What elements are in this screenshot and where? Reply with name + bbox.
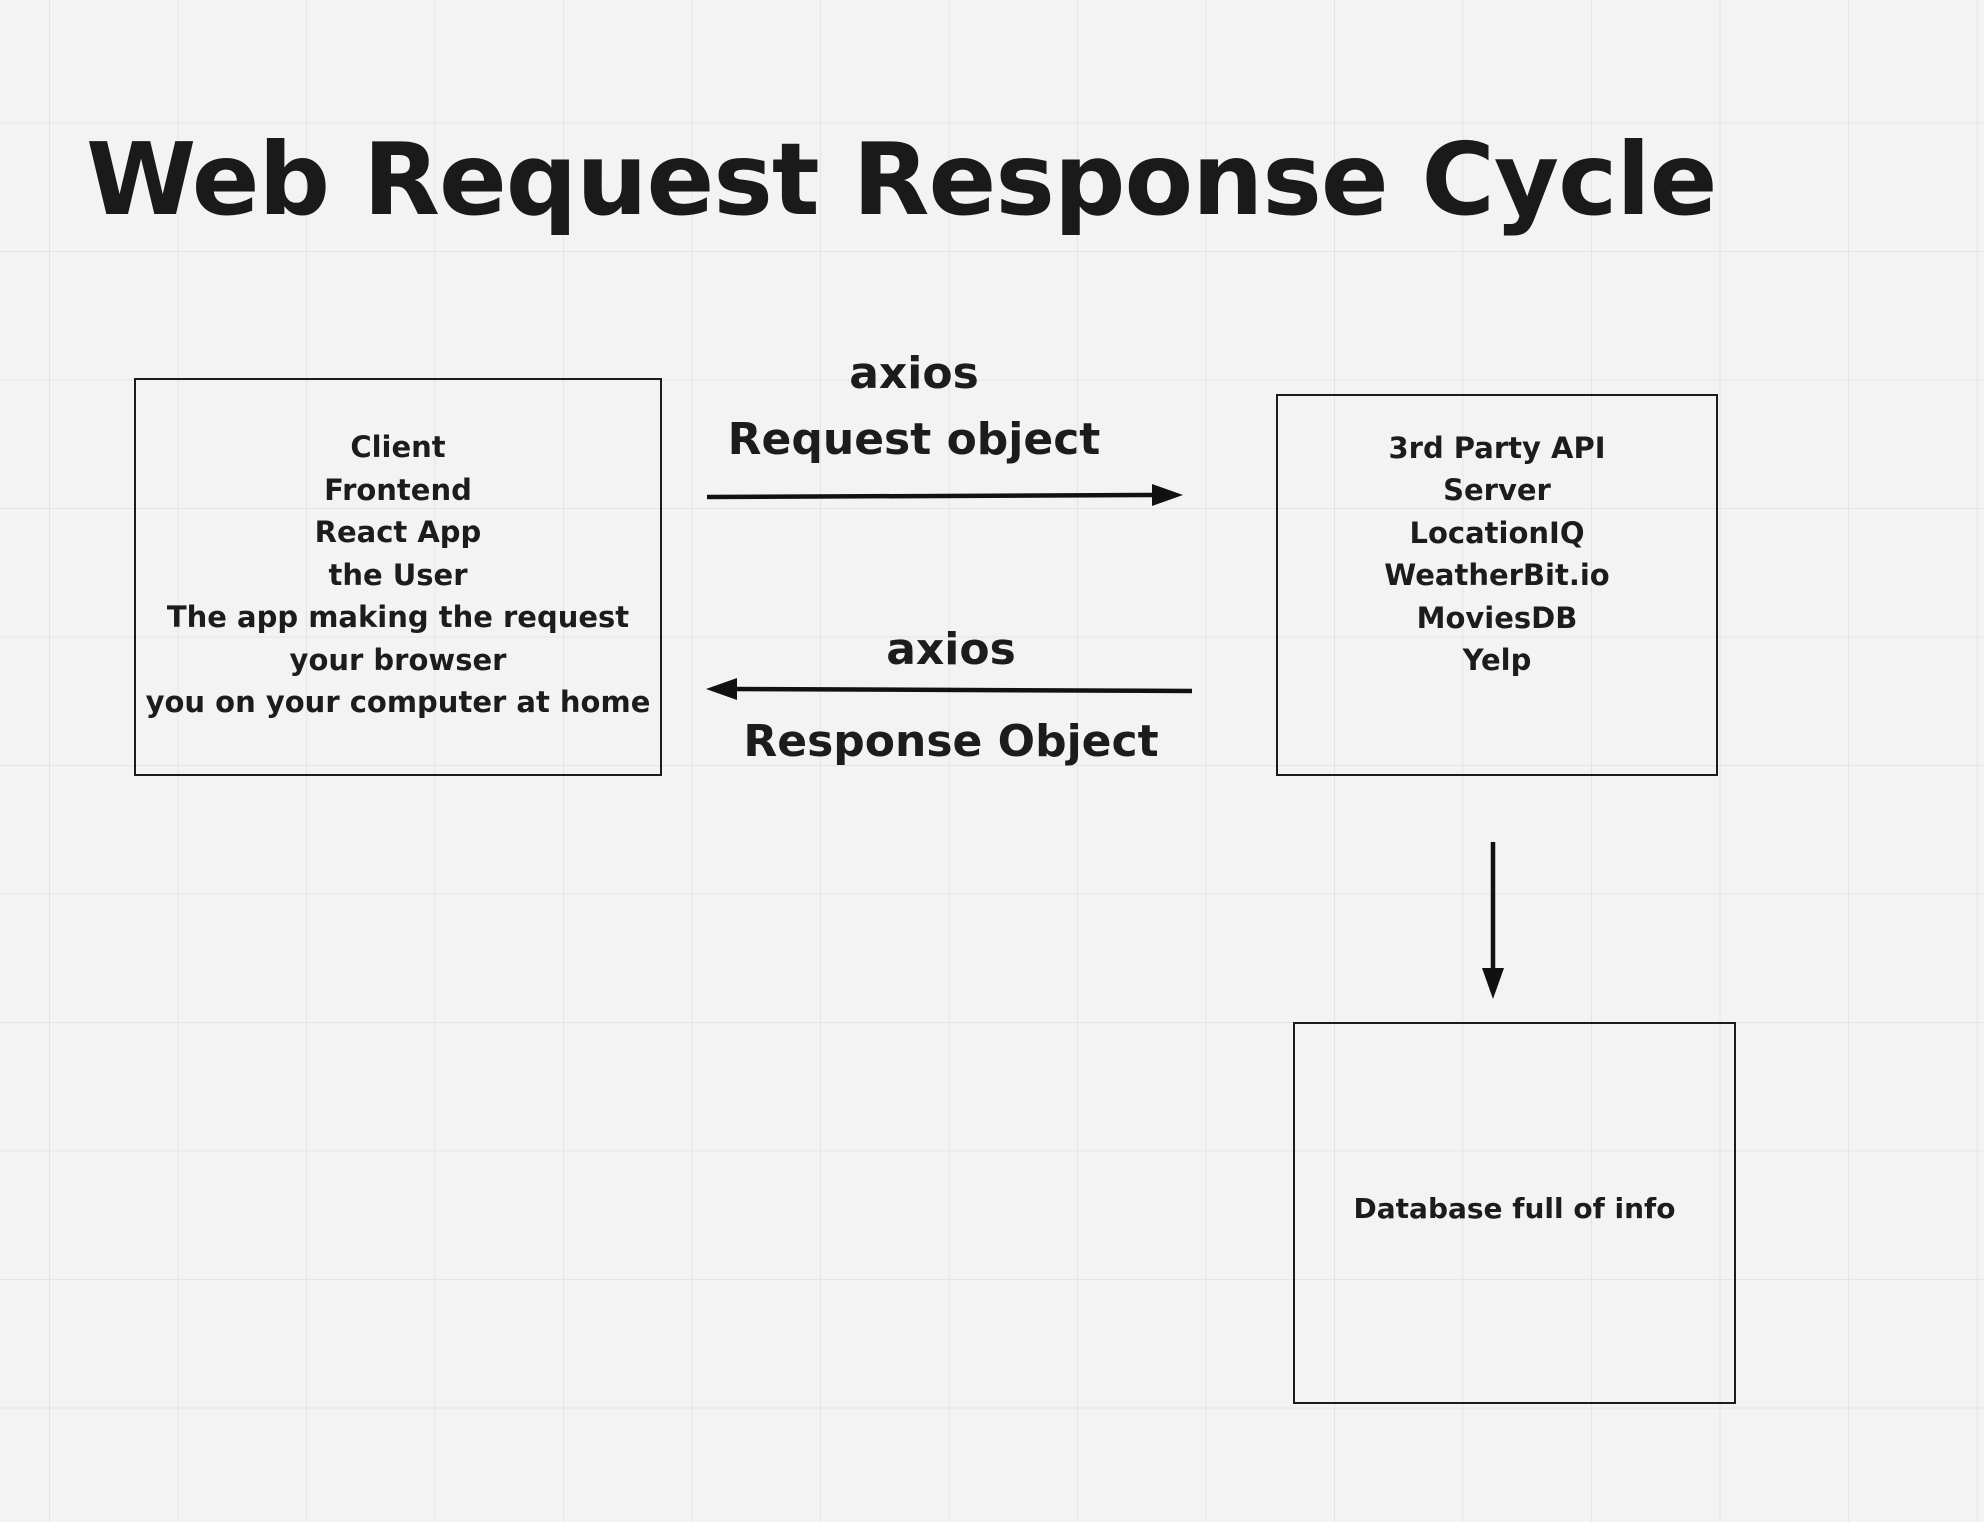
database-box[interactable]: Database full of info (1293, 1022, 1736, 1404)
request-arrow-label-axios: axios (849, 348, 979, 399)
request-arrow-head (1152, 484, 1183, 506)
client-line: Frontend (324, 472, 472, 507)
response-arrow-label-object: Response Object (743, 716, 1159, 767)
response-arrow-label-axios: axios (886, 624, 1016, 675)
response-arrow-head (706, 678, 737, 700)
page-title: Web Request Response Cycle (86, 121, 1717, 238)
client-line: you on your computer at home (145, 685, 651, 720)
client-line: The app making the request (166, 600, 630, 635)
client-box-text: Client Frontend React App the User The a… (146, 426, 651, 724)
request-arrow[interactable] (706, 484, 1183, 506)
api-line: LocationIQ (1409, 515, 1585, 550)
client-line: the User (328, 557, 468, 592)
api-line: Yelp (1462, 643, 1532, 677)
client-line: React App (314, 515, 482, 550)
api-line: Server (1443, 473, 1551, 507)
response-arrow[interactable] (706, 678, 1193, 700)
request-arrow-label-object: Request object (727, 414, 1101, 465)
response-arrow-line (731, 686, 1193, 694)
server-to-database-arrow[interactable] (1482, 842, 1504, 999)
api-server-box-text: 3rd Party API Server LocationIQ WeatherB… (1384, 427, 1609, 682)
request-arrow-line (706, 492, 1157, 500)
api-line: WeatherBit.io (1384, 558, 1610, 592)
client-line: your browser (289, 642, 507, 677)
api-line: MoviesDB (1416, 600, 1578, 635)
server-to-database-arrow-head (1482, 968, 1504, 999)
database-label: Database full of info (1353, 1192, 1676, 1225)
api-line: 3rd Party API (1388, 430, 1606, 465)
client-box[interactable]: Client Frontend React App the User The a… (134, 378, 662, 776)
api-server-box[interactable]: 3rd Party API Server LocationIQ WeatherB… (1276, 394, 1718, 776)
client-line: Client (350, 430, 446, 465)
